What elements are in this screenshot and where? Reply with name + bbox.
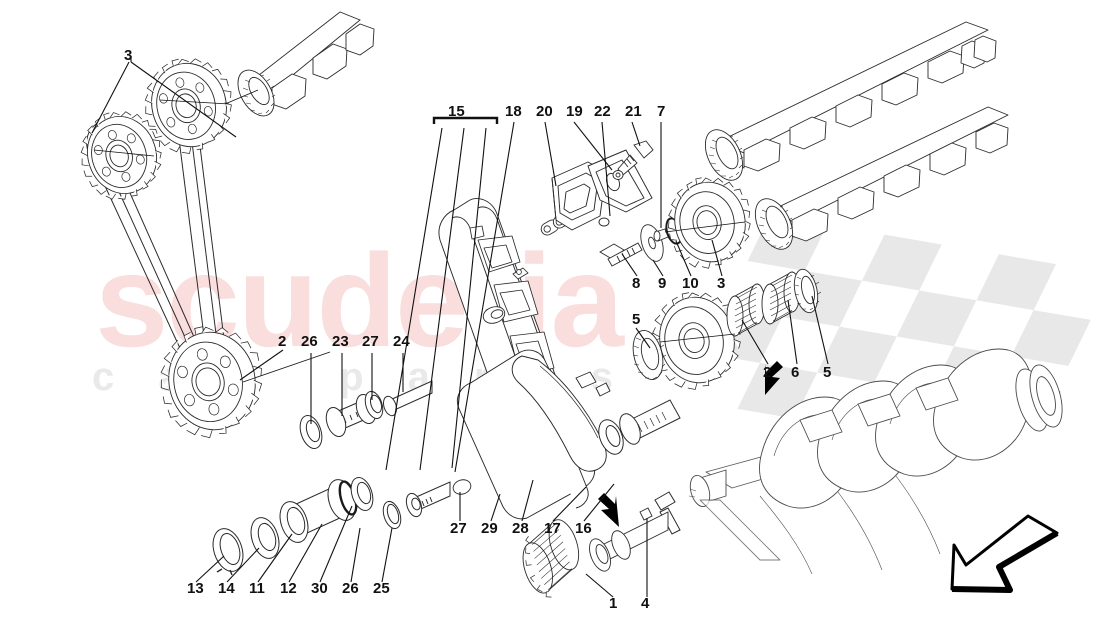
- sprocket-right-upper: [667, 177, 751, 269]
- pin-25: [405, 481, 451, 518]
- sprocket-left-lower: [80, 111, 162, 200]
- tensioner-plunger: [598, 399, 681, 535]
- bushing-11: [279, 479, 357, 543]
- small-pointer-arrow: [598, 493, 619, 527]
- washer-9: [640, 224, 664, 262]
- callout-11: 11: [249, 580, 265, 597]
- callout-14: 14: [218, 580, 235, 597]
- direction-arrow[interactable]: [950, 514, 1059, 593]
- camshaft-2: [754, 106, 1009, 250]
- washer-27: [364, 390, 384, 420]
- small-pointer-arrow-2: [765, 361, 783, 395]
- callout-3-top: 3: [124, 47, 133, 64]
- callout-2-right: 2: [763, 364, 772, 381]
- tensioner-pin-assembly: [299, 380, 433, 449]
- leader-lines: [91, 56, 829, 598]
- callout-13: 13: [187, 580, 204, 597]
- snap-ring-13: [212, 528, 244, 576]
- bolt-8: [599, 242, 643, 267]
- snap-ring-left: [299, 415, 323, 449]
- callout-9: 9: [658, 275, 667, 292]
- callout-22: 22: [594, 103, 611, 120]
- callout-30: 30: [311, 580, 328, 597]
- callout-25: 25: [373, 580, 390, 597]
- callout-5-right: 5: [823, 364, 832, 381]
- callout-16: 16: [575, 520, 592, 537]
- callout-20: 20: [536, 103, 553, 120]
- callout-12: 12: [280, 580, 297, 597]
- callout-27-a: 27: [362, 333, 379, 350]
- shaft-4: [589, 507, 669, 572]
- callout-21: 21: [625, 103, 642, 120]
- callout-28: 28: [512, 520, 529, 537]
- callout-8: 8: [632, 275, 641, 292]
- crankshaft: [688, 348, 1063, 575]
- camshaft-1: [704, 21, 997, 181]
- callout-29: 29: [481, 520, 498, 537]
- callout-3-right: 3: [717, 275, 726, 292]
- small-parts-row-bottom: [212, 477, 451, 576]
- pin-7: [653, 228, 669, 242]
- bolt-21: [612, 140, 654, 180]
- snap-ring-26: [382, 500, 402, 530]
- callout-18: 18: [505, 103, 522, 120]
- callout-2-left: 2: [278, 333, 287, 350]
- washer-14: [250, 517, 280, 559]
- callout-4: 4: [641, 595, 650, 612]
- bearing-cage-5-mid: [632, 330, 667, 380]
- camshaft-group-upper-right: [704, 21, 1009, 250]
- washer-30: [350, 477, 374, 511]
- sprocket-bottom-left: [160, 326, 263, 439]
- callout-26-a: 26: [301, 333, 318, 350]
- chain-guide-assembly: [438, 198, 611, 520]
- callout-17: 17: [544, 520, 561, 537]
- shaft-24: [383, 380, 433, 417]
- callout-7: 7: [657, 103, 666, 120]
- callout-1: 1: [609, 595, 618, 612]
- callout-27-b: 27: [450, 520, 467, 537]
- callout-15: 15: [448, 103, 465, 120]
- bearing-cage-5-right: [793, 268, 822, 314]
- callout-24: 24: [393, 333, 410, 350]
- callout-19: 19: [566, 103, 583, 120]
- camshaft-top-left: [237, 11, 375, 117]
- callout-10: 10: [682, 275, 699, 292]
- sprocket-left-upper: [144, 58, 232, 154]
- callout-6: 6: [791, 364, 800, 381]
- tensioner-shoe-20: [551, 161, 607, 231]
- callout-5-mid: 5: [632, 311, 641, 328]
- callout-23: 23: [332, 333, 349, 350]
- callout-26-b: 26: [342, 580, 359, 597]
- sprocket-bottom-1: [522, 519, 580, 598]
- needle-bearing-2: [726, 283, 766, 337]
